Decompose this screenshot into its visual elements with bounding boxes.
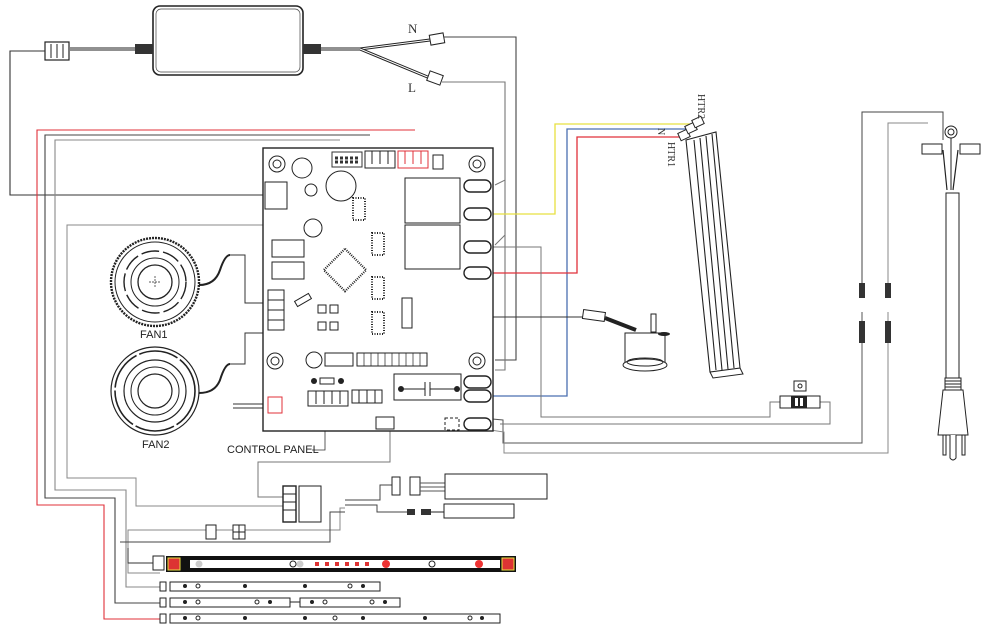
light-bar-3 (159, 613, 501, 624)
heater1-label: HTR1 (665, 142, 676, 167)
power-plug (859, 125, 981, 461)
module-box (444, 473, 548, 500)
sensor-box (443, 503, 515, 519)
thermal-fuse (779, 380, 821, 409)
fan2 (110, 346, 231, 436)
fan1 (109, 236, 231, 328)
terminal-t3 (463, 240, 492, 254)
light-bar-2 (159, 597, 401, 608)
fan2-label: FAN2 (142, 439, 170, 451)
motor (581, 308, 670, 372)
spade-terminal-n (428, 32, 446, 46)
heater-element (677, 115, 744, 379)
red-wire (470, 136, 680, 274)
main-board (262, 147, 494, 432)
line-label: L (408, 80, 416, 95)
fan1-label: FAN1 (140, 329, 168, 341)
dc-wire (9, 50, 263, 196)
wiring-harness (205, 473, 548, 540)
power-adapter (44, 5, 446, 86)
light-bar-1 (159, 581, 381, 592)
fan2-wire (230, 332, 263, 365)
terminal-t8 (463, 389, 492, 403)
yellow-wire (470, 123, 692, 215)
blue-wire (470, 128, 688, 397)
heater2-label: HTR2 (695, 94, 706, 119)
neutral-label: N (408, 21, 418, 36)
spade-terminal-l (426, 70, 444, 86)
control-panel-label: CONTROL PANEL (227, 444, 319, 456)
fan1-wire (230, 254, 263, 304)
terminal-t2 (463, 207, 492, 221)
terminal-t4 (463, 266, 492, 280)
red-harness-wire (36, 129, 415, 620)
terminal-t1 (463, 179, 492, 193)
terminal-t7 (463, 375, 492, 389)
heater-neutral-label: N (655, 128, 666, 135)
led-strip (152, 555, 516, 572)
